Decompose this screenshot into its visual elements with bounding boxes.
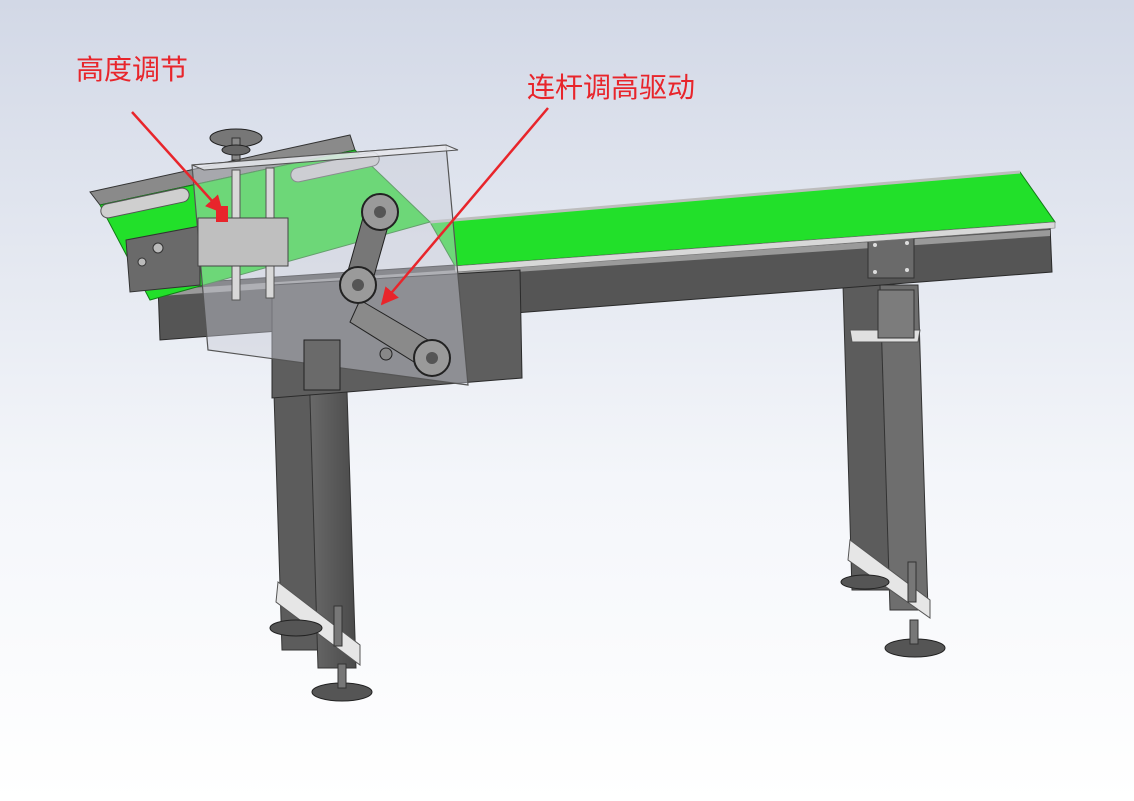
conveyor-belt	[429, 170, 1056, 273]
callout-arrow-linkage	[380, 107, 549, 306]
front-leg-left	[269, 329, 373, 702]
callout-height-adjust-label: 高度调节	[76, 53, 189, 86]
rear-leg-right	[840, 284, 946, 658]
linkage-drive	[303, 193, 451, 391]
callout-linkage-drive-label: 连杆调高驱动	[527, 71, 696, 104]
leveling-foot	[269, 619, 323, 637]
callout-arrow-height	[131, 111, 224, 214]
leveling-foot	[840, 574, 890, 590]
